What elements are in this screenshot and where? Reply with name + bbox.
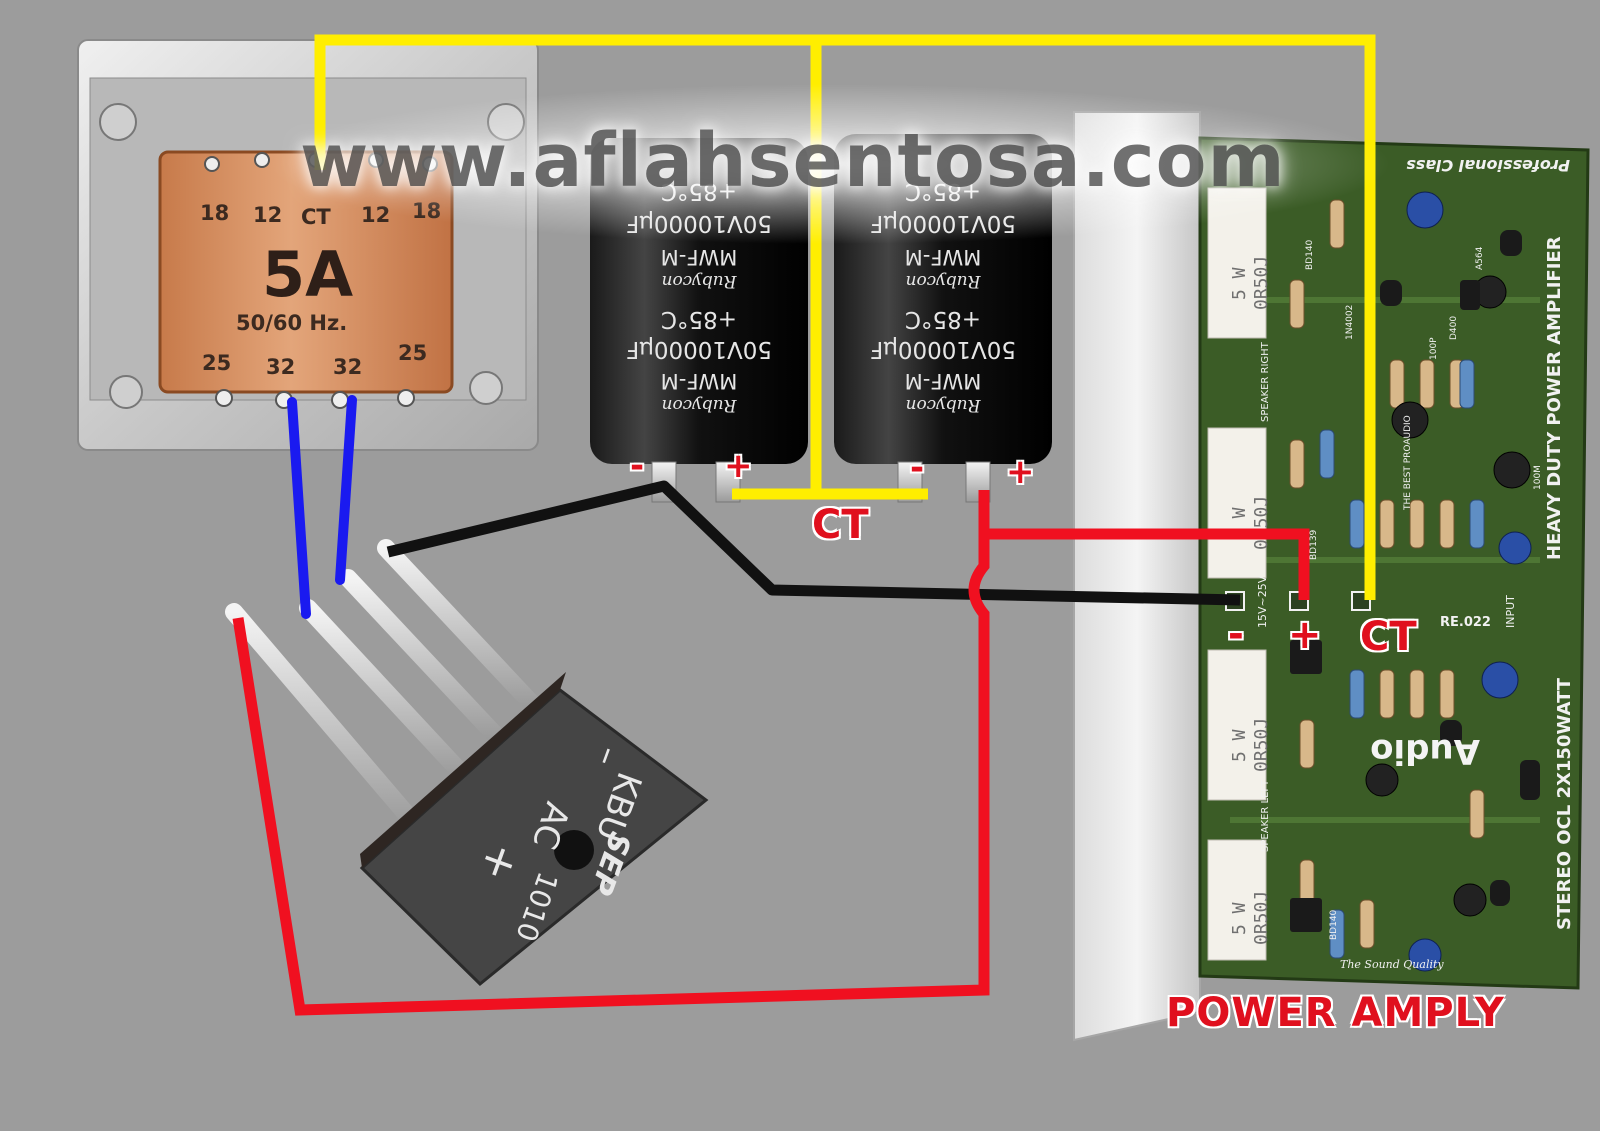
tap-label: 12: [253, 203, 282, 227]
capacitor-series: MWF-M: [905, 245, 982, 269]
electrolytic-capacitors: [1365, 191, 1532, 972]
part-marking: 100M: [1533, 465, 1543, 490]
tap-label: CT: [301, 205, 331, 229]
tap-label: 25: [202, 351, 231, 375]
wire-ac: [335, 395, 357, 585]
pcb-professional: Professional Class: [1406, 156, 1570, 175]
pcb-speaker-right: SPEAKER RIGHT: [1260, 341, 1271, 422]
cap2-minus-label: -: [910, 448, 925, 488]
capacitor-spec: 50V10000µF: [870, 336, 1016, 362]
resistor-code: 0R50J: [1251, 718, 1272, 772]
pcb-brand: Audio: [1370, 731, 1480, 771]
bridge-pin: [377, 539, 545, 717]
bridge-pin: [225, 603, 429, 839]
tap-label: 25: [398, 341, 427, 365]
pcb-best-label: THE BEST PROAUDIO: [1403, 415, 1413, 511]
capacitor-temp: +85°C: [661, 306, 737, 332]
board-minus-label: -: [1228, 612, 1244, 656]
tap-label: 32: [266, 355, 295, 379]
resistor-rating: 5 W: [1229, 902, 1250, 935]
mount-screw: [99, 103, 137, 141]
pcb-title-rotated: HEAVY DUTY POWER AMPLIFIER: [1544, 236, 1565, 560]
resistor-rating: 5 W: [1229, 729, 1250, 762]
part-marking: BD139: [1309, 529, 1319, 560]
resistor-body: [1207, 839, 1267, 961]
pcb-input-label: INPUT: [1504, 595, 1517, 628]
wire-positive: [978, 490, 1310, 600]
pcb-title: HEAVY DUTY POWER AMPLIFIER: [1544, 236, 1565, 560]
resistor-rating: 5 W: [1229, 267, 1250, 300]
pcb-speaker-left: SPEAKER LEFT: [1260, 779, 1271, 852]
transistors: [1290, 230, 1540, 932]
solder-lug: [215, 389, 233, 407]
pcb-brand-rotated: Audio: [1370, 731, 1480, 771]
tap-label: 18: [200, 201, 229, 225]
solder-lug: [331, 391, 349, 409]
bridge-pin: [299, 599, 475, 787]
tap-label: 32: [333, 355, 362, 379]
frequency-label: 50/60 Hz.: [236, 311, 347, 335]
pcb-re-code: RE.022: [1440, 615, 1491, 630]
cap1-plus-label: +: [724, 446, 753, 486]
board-ct-label: CT: [1360, 614, 1417, 660]
pcb-subtitle-rotated: STEREO OCL 2X150WATT: [1554, 677, 1575, 930]
board-plus-label: +: [1288, 612, 1322, 658]
part-marking: 100P: [1429, 337, 1439, 360]
part-marking: 1N4002: [1345, 305, 1355, 340]
bridge-mount-hole: [554, 830, 594, 870]
capacitor-spec: 50V10000µF: [626, 336, 772, 362]
watermark-text: www.aflahsentosa.com: [300, 118, 1286, 204]
resistor-code: 0R50J: [1251, 891, 1272, 945]
resistor-code: 0R50J: [1251, 496, 1272, 550]
solder-lug: [204, 156, 220, 172]
part-marking: BD140: [1329, 909, 1339, 940]
mount-screw: [109, 375, 143, 409]
cap1-minus-label: -: [630, 446, 645, 486]
pcb-slogan: The Sound Quality: [1340, 958, 1444, 971]
wire-negative: [386, 480, 1241, 606]
resistor-code: 0R50J: [1251, 256, 1272, 310]
heatsink: [1073, 111, 1201, 1042]
current-rating: 5A: [262, 238, 353, 311]
solder-lug: [254, 152, 270, 168]
solder-lug: [397, 389, 415, 407]
watermark-haze: [270, 84, 1390, 244]
power-amply-label: POWER AMPLY: [1166, 990, 1505, 1036]
part-marking: D400: [1449, 316, 1459, 340]
mount-screw: [469, 371, 503, 405]
resistor-body: [1207, 649, 1267, 801]
pcb-part-markings: BD140 1N4002 A564 D400 100P 100M BD139 B…: [1305, 239, 1543, 940]
capacitor-series: MWF-M: [905, 369, 982, 393]
wire-positive-hop: [232, 534, 990, 1016]
transformer: 18 12 CT 12 18 5A 50/60 Hz. 25 32 32 25: [77, 39, 539, 451]
capacitor-brand: Rubycon: [662, 271, 738, 291]
bridge-rectifier: KBU SEP AC 1010 – +: [225, 539, 709, 987]
part-marking: A564: [1475, 246, 1485, 270]
wire-ac: [287, 397, 311, 619]
capacitor-series: MWF-M: [661, 369, 738, 393]
capacitor-brand: Rubycon: [906, 271, 982, 291]
part-marking: BD140: [1305, 239, 1315, 270]
pcb-professional-rotated: Professional Class: [1406, 156, 1570, 175]
pcb-supply-label: 15V~25V: [1256, 575, 1269, 628]
pcb-subtitle: STEREO OCL 2X150WATT: [1554, 677, 1575, 930]
capacitor-brand: Rubycon: [662, 395, 738, 415]
capacitor-brand: Rubycon: [906, 395, 982, 415]
blue-resistors: [1319, 359, 1485, 959]
bridge-top-face: [360, 672, 566, 868]
cap2-plus-label: +: [1006, 452, 1035, 492]
wire-ct: [816, 34, 1376, 600]
capacitor-temp: +85°C: [905, 306, 981, 332]
ct-label-capacitors: CT: [812, 502, 869, 548]
capacitor-series: MWF-M: [661, 245, 738, 269]
resistor-body: [1207, 427, 1267, 579]
bridge-pin: [339, 569, 509, 749]
